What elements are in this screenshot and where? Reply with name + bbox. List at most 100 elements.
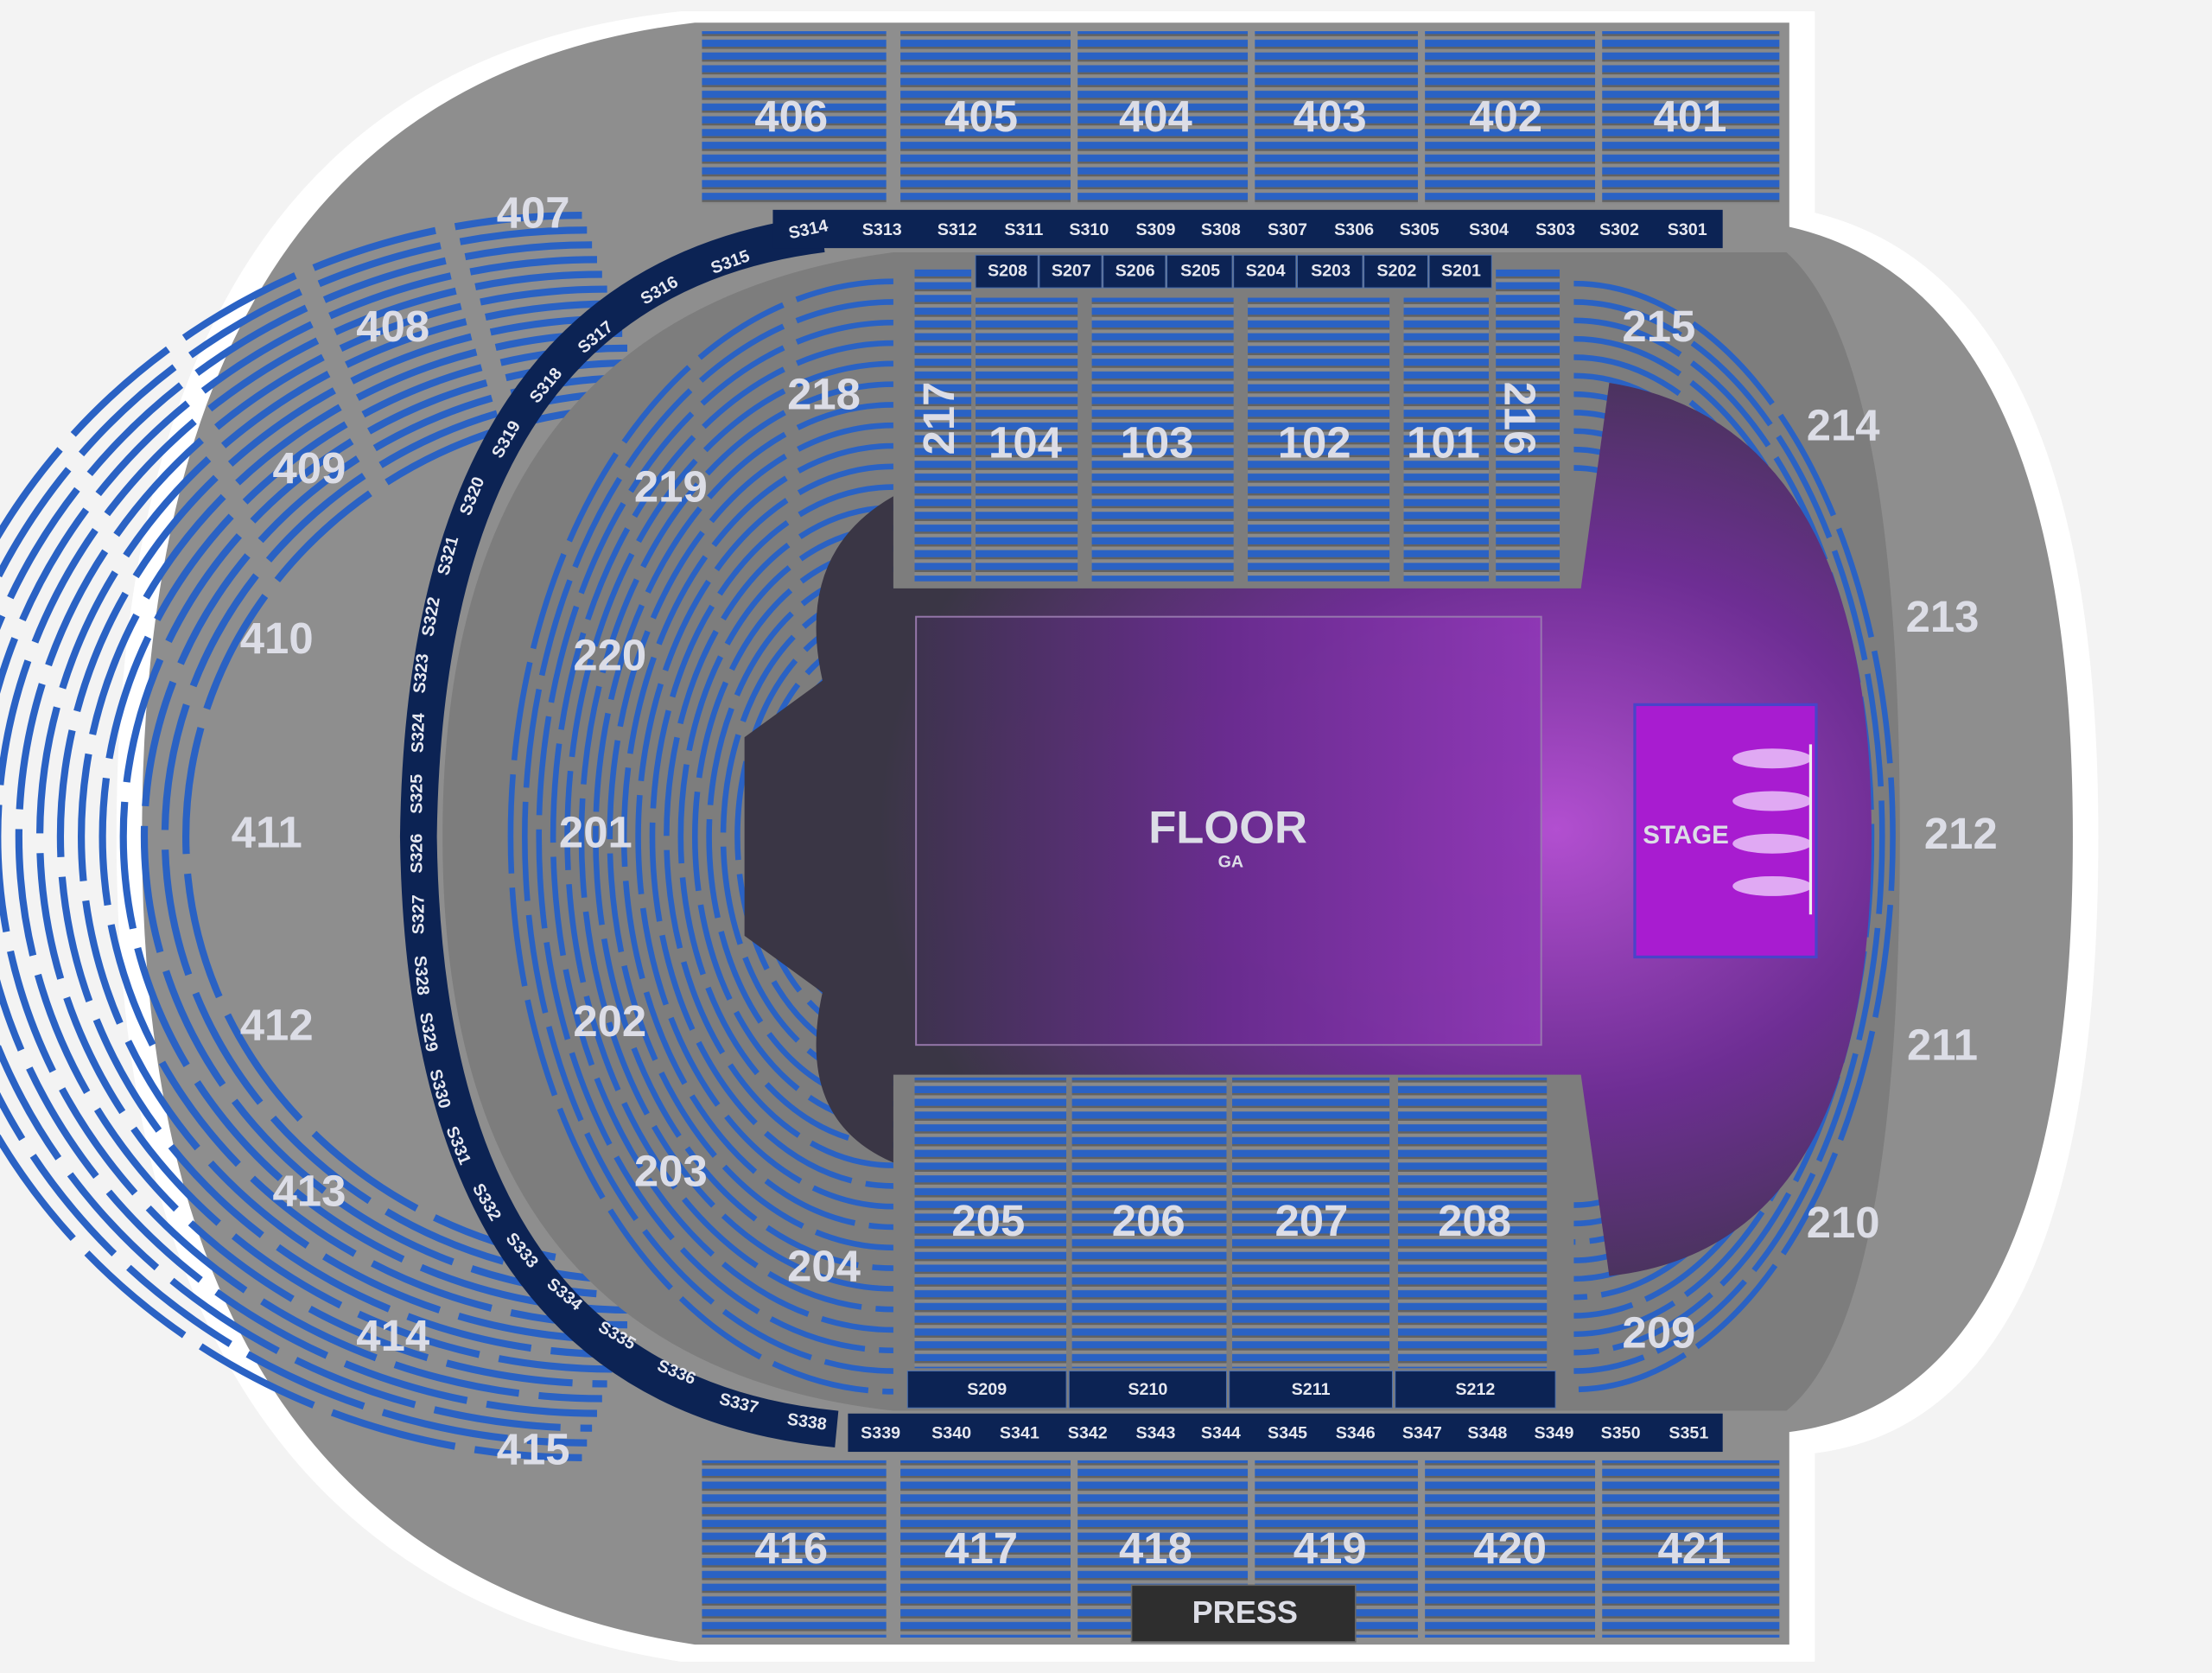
section-403-seats[interactable] [1255,31,1418,205]
suite-s305[interactable]: S305 [1400,220,1440,239]
section-406-seats[interactable] [702,31,887,205]
loge-s206[interactable]: S206 [1116,261,1155,280]
section-201[interactable]: 201 [559,808,632,857]
suite-s310[interactable]: S310 [1069,220,1109,239]
suite-s304[interactable]: S304 [1469,220,1509,239]
suite-s312[interactable]: S312 [938,220,977,239]
section-407[interactable]: 407 [497,188,570,238]
suite-s346[interactable]: S346 [1336,1424,1376,1443]
loge-box[interactable] [1233,254,1297,289]
suite-s340[interactable]: S340 [931,1424,971,1443]
section-418[interactable]: 418 [1119,1524,1192,1573]
section-216[interactable]: 216 [1496,382,1545,455]
section-102[interactable]: 102 [1278,417,1351,467]
section-419[interactable]: 419 [1294,1524,1367,1573]
section-217[interactable]: 217 [914,382,963,455]
section-421-seats[interactable] [1602,1460,1780,1638]
suite-s327[interactable]: S327 [409,894,428,934]
section-104[interactable]: 104 [988,417,1063,467]
suite-s313[interactable]: S313 [862,220,902,239]
section-411[interactable]: 411 [232,808,302,857]
section-216-seats[interactable] [1496,269,1560,582]
section-417[interactable]: 417 [944,1524,1018,1573]
floor-ga[interactable] [915,615,1542,1046]
loge-box[interactable] [1039,254,1103,289]
section-403[interactable]: 403 [1294,92,1367,141]
section-214[interactable]: 214 [1807,401,1881,450]
loge-box[interactable] [1428,254,1492,289]
section-206[interactable]: 206 [1112,1196,1185,1245]
suite-s303[interactable]: S303 [1535,220,1575,239]
suite-s341[interactable]: S341 [1000,1424,1039,1443]
section-211[interactable]: 211 [1907,1021,1978,1070]
section-103[interactable]: 103 [1121,417,1194,467]
section-205-seats[interactable] [914,1077,1067,1369]
section-417-seats[interactable] [900,1460,1071,1638]
section-408[interactable]: 408 [356,302,429,351]
loge-box[interactable] [1103,254,1166,289]
section-416-seats[interactable] [702,1460,887,1638]
section-416[interactable]: 416 [754,1524,828,1573]
loge-s211[interactable]: S211 [1292,1380,1331,1399]
section-209[interactable]: 209 [1622,1308,1695,1358]
loge-box[interactable] [1068,1371,1227,1409]
section-402[interactable]: 402 [1469,92,1542,141]
section-215[interactable]: 215 [1622,302,1695,351]
suite-s347[interactable]: S347 [1402,1424,1442,1443]
loge-s201[interactable]: S201 [1441,261,1481,280]
section-104-seats[interactable] [976,297,1078,582]
section-410[interactable]: 410 [240,614,314,663]
section-413[interactable]: 413 [273,1167,346,1216]
section-420[interactable]: 420 [1473,1524,1547,1573]
suite-s342[interactable]: S342 [1068,1424,1108,1443]
loge-box[interactable] [1229,1371,1393,1409]
suite-s345[interactable]: S345 [1268,1424,1307,1443]
loge-s205[interactable]: S205 [1180,261,1220,280]
section-202[interactable]: 202 [573,996,646,1046]
section-420-seats[interactable] [1425,1460,1596,1638]
section-402-seats[interactable] [1425,31,1596,205]
section-207-seats[interactable] [1232,1077,1390,1369]
section-204[interactable]: 204 [787,1242,861,1291]
section-210[interactable]: 210 [1807,1198,1880,1247]
section-206-seats[interactable] [1071,1077,1227,1369]
section-213[interactable]: 213 [1906,592,1980,641]
section-203[interactable]: 203 [634,1147,708,1196]
section-421[interactable]: 421 [1657,1524,1731,1573]
section-102-seats[interactable] [1248,297,1390,582]
suite-s311[interactable]: S311 [1004,220,1043,239]
suite-s348[interactable]: S348 [1467,1424,1507,1443]
suite-s350[interactable]: S350 [1601,1424,1641,1443]
suite-s339[interactable]: S339 [861,1424,900,1443]
loge-s212[interactable]: S212 [1455,1380,1495,1399]
section-208[interactable]: 208 [1438,1196,1511,1245]
section-101[interactable]: 101 [1407,417,1480,467]
section-205[interactable]: 205 [951,1196,1025,1245]
loge-s208[interactable]: S208 [988,261,1027,280]
suite-s323[interactable]: S323 [410,652,433,694]
section-409[interactable]: 409 [273,443,346,493]
loge-s202[interactable]: S202 [1376,261,1416,280]
section-404-seats[interactable] [1077,31,1249,205]
section-406[interactable]: 406 [754,92,828,141]
section-212[interactable]: 212 [1924,809,1998,858]
loge-s207[interactable]: S207 [1052,261,1091,280]
section-208-seats[interactable] [1397,1077,1548,1369]
section-404[interactable]: 404 [1119,92,1193,141]
section-414[interactable]: 414 [356,1311,430,1360]
suite-s324[interactable]: S324 [408,713,429,754]
loge-box[interactable] [1395,1371,1556,1409]
loge-box[interactable] [1166,254,1233,289]
section-405-seats[interactable] [900,31,1071,205]
suite-s349[interactable]: S349 [1534,1424,1573,1443]
suite-s325[interactable]: S325 [408,774,427,814]
suite-s301[interactable]: S301 [1668,220,1707,239]
suite-s307[interactable]: S307 [1268,220,1307,239]
suite-s328[interactable]: S328 [410,955,433,996]
suite-s344[interactable]: S344 [1201,1424,1241,1443]
section-401[interactable]: 401 [1654,92,1727,141]
section-219[interactable]: 219 [634,461,708,511]
section-101-seats[interactable] [1403,297,1489,582]
suite-s343[interactable]: S343 [1135,1424,1175,1443]
suite-s351[interactable]: S351 [1669,1424,1708,1443]
